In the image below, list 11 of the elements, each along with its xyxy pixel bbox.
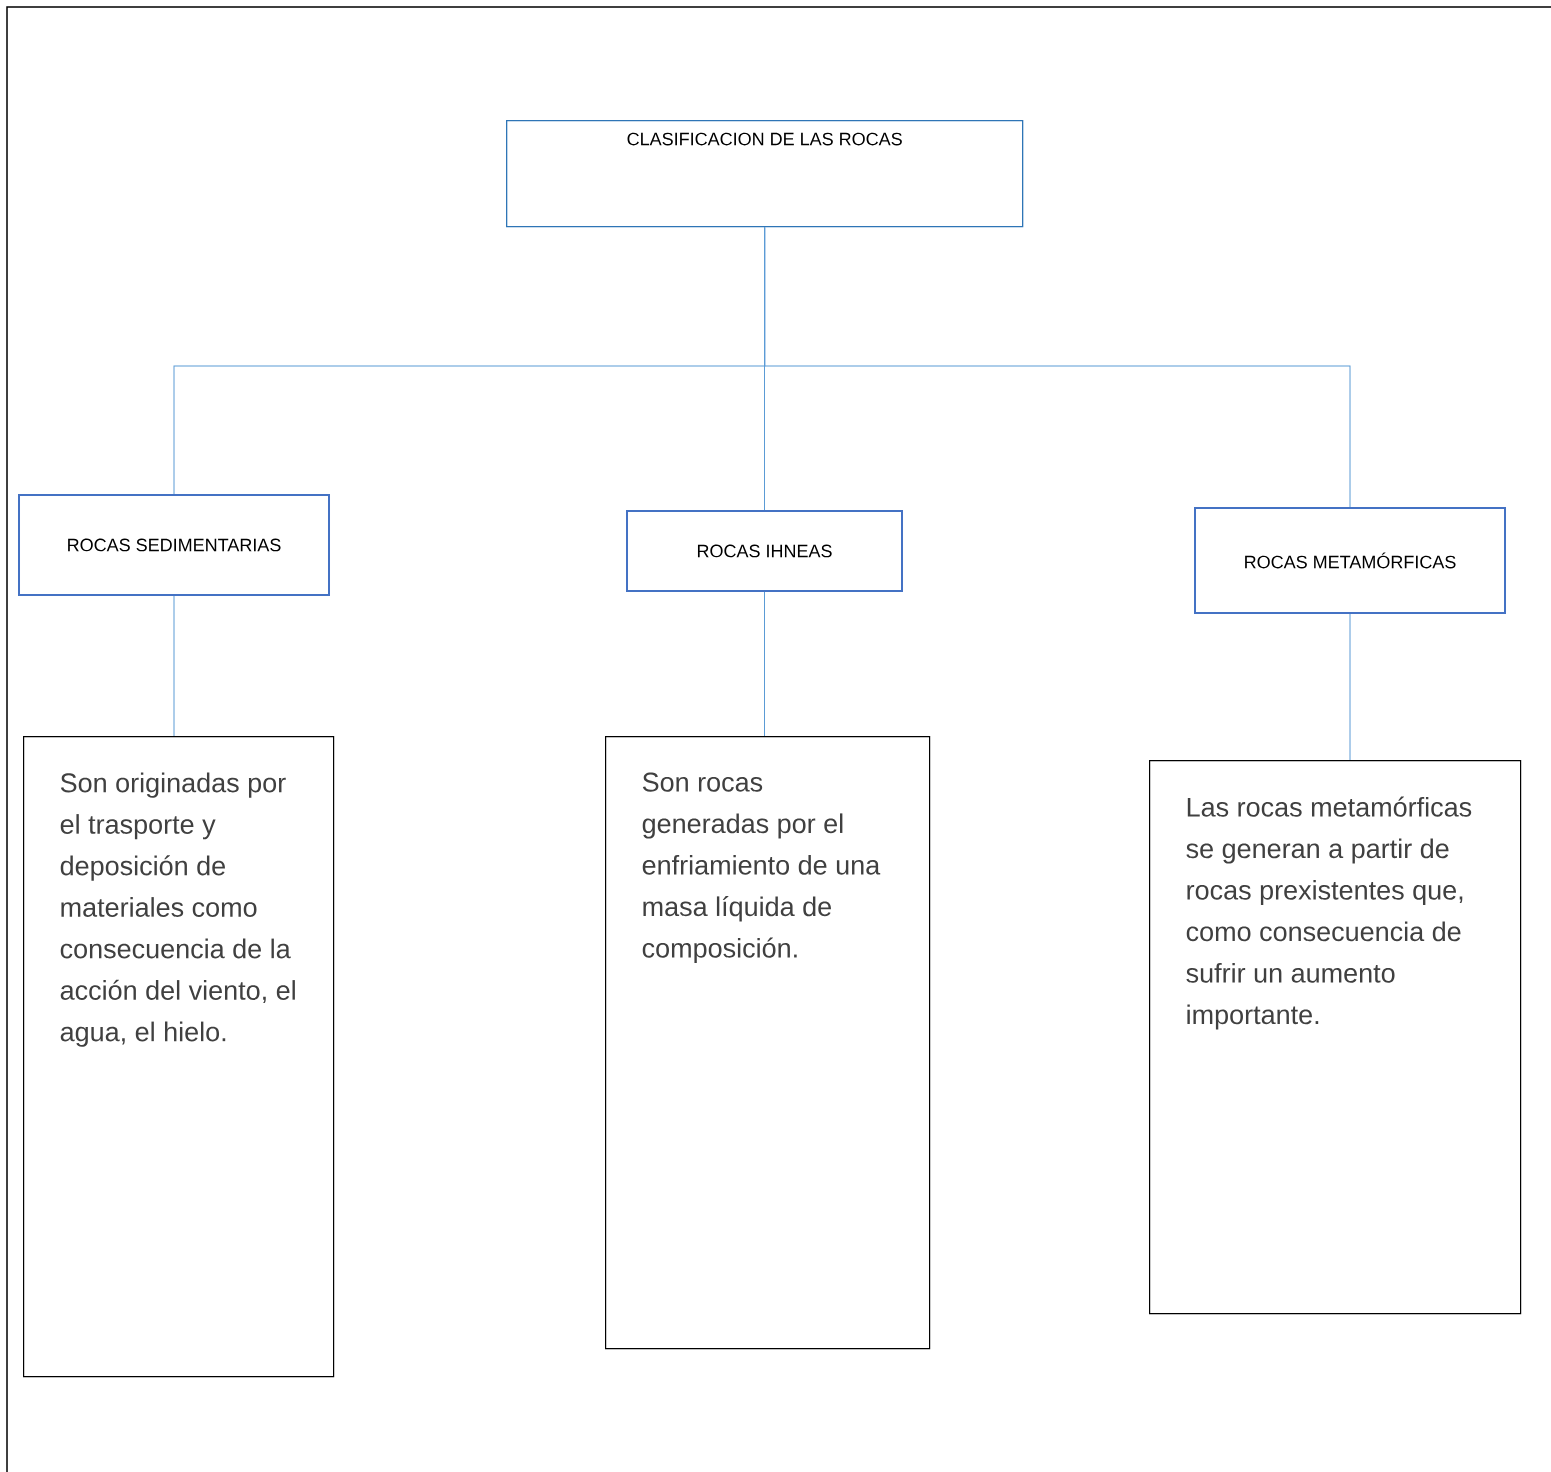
category-box: ROCAS IHNEAS bbox=[626, 510, 903, 592]
description-box: Las rocas metamórficas se generan a partir de rocas prexistentes que, como consecuencia de sufrir un aumento importante. bbox=[1149, 760, 1522, 1315]
connector-line bbox=[764, 591, 765, 737]
connector-line bbox=[173, 595, 175, 737]
connector-line bbox=[1349, 613, 1351, 761]
description-box: Son rocas generadas por el enfriamiento de una masa líquida de composición. bbox=[605, 736, 931, 1350]
connector-line bbox=[764, 226, 1351, 508]
category-box: ROCAS METAMÓRFICAS bbox=[1194, 507, 1506, 614]
description-box: Son originadas por el trasporte y deposición de materiales como consecuencia de la acción del viento, el agua, el hielo. bbox=[23, 736, 335, 1378]
title-box: CLASIFICACION DE LAS ROCAS bbox=[506, 120, 1024, 228]
category-box: ROCAS SEDIMENTARIAS bbox=[18, 494, 330, 596]
